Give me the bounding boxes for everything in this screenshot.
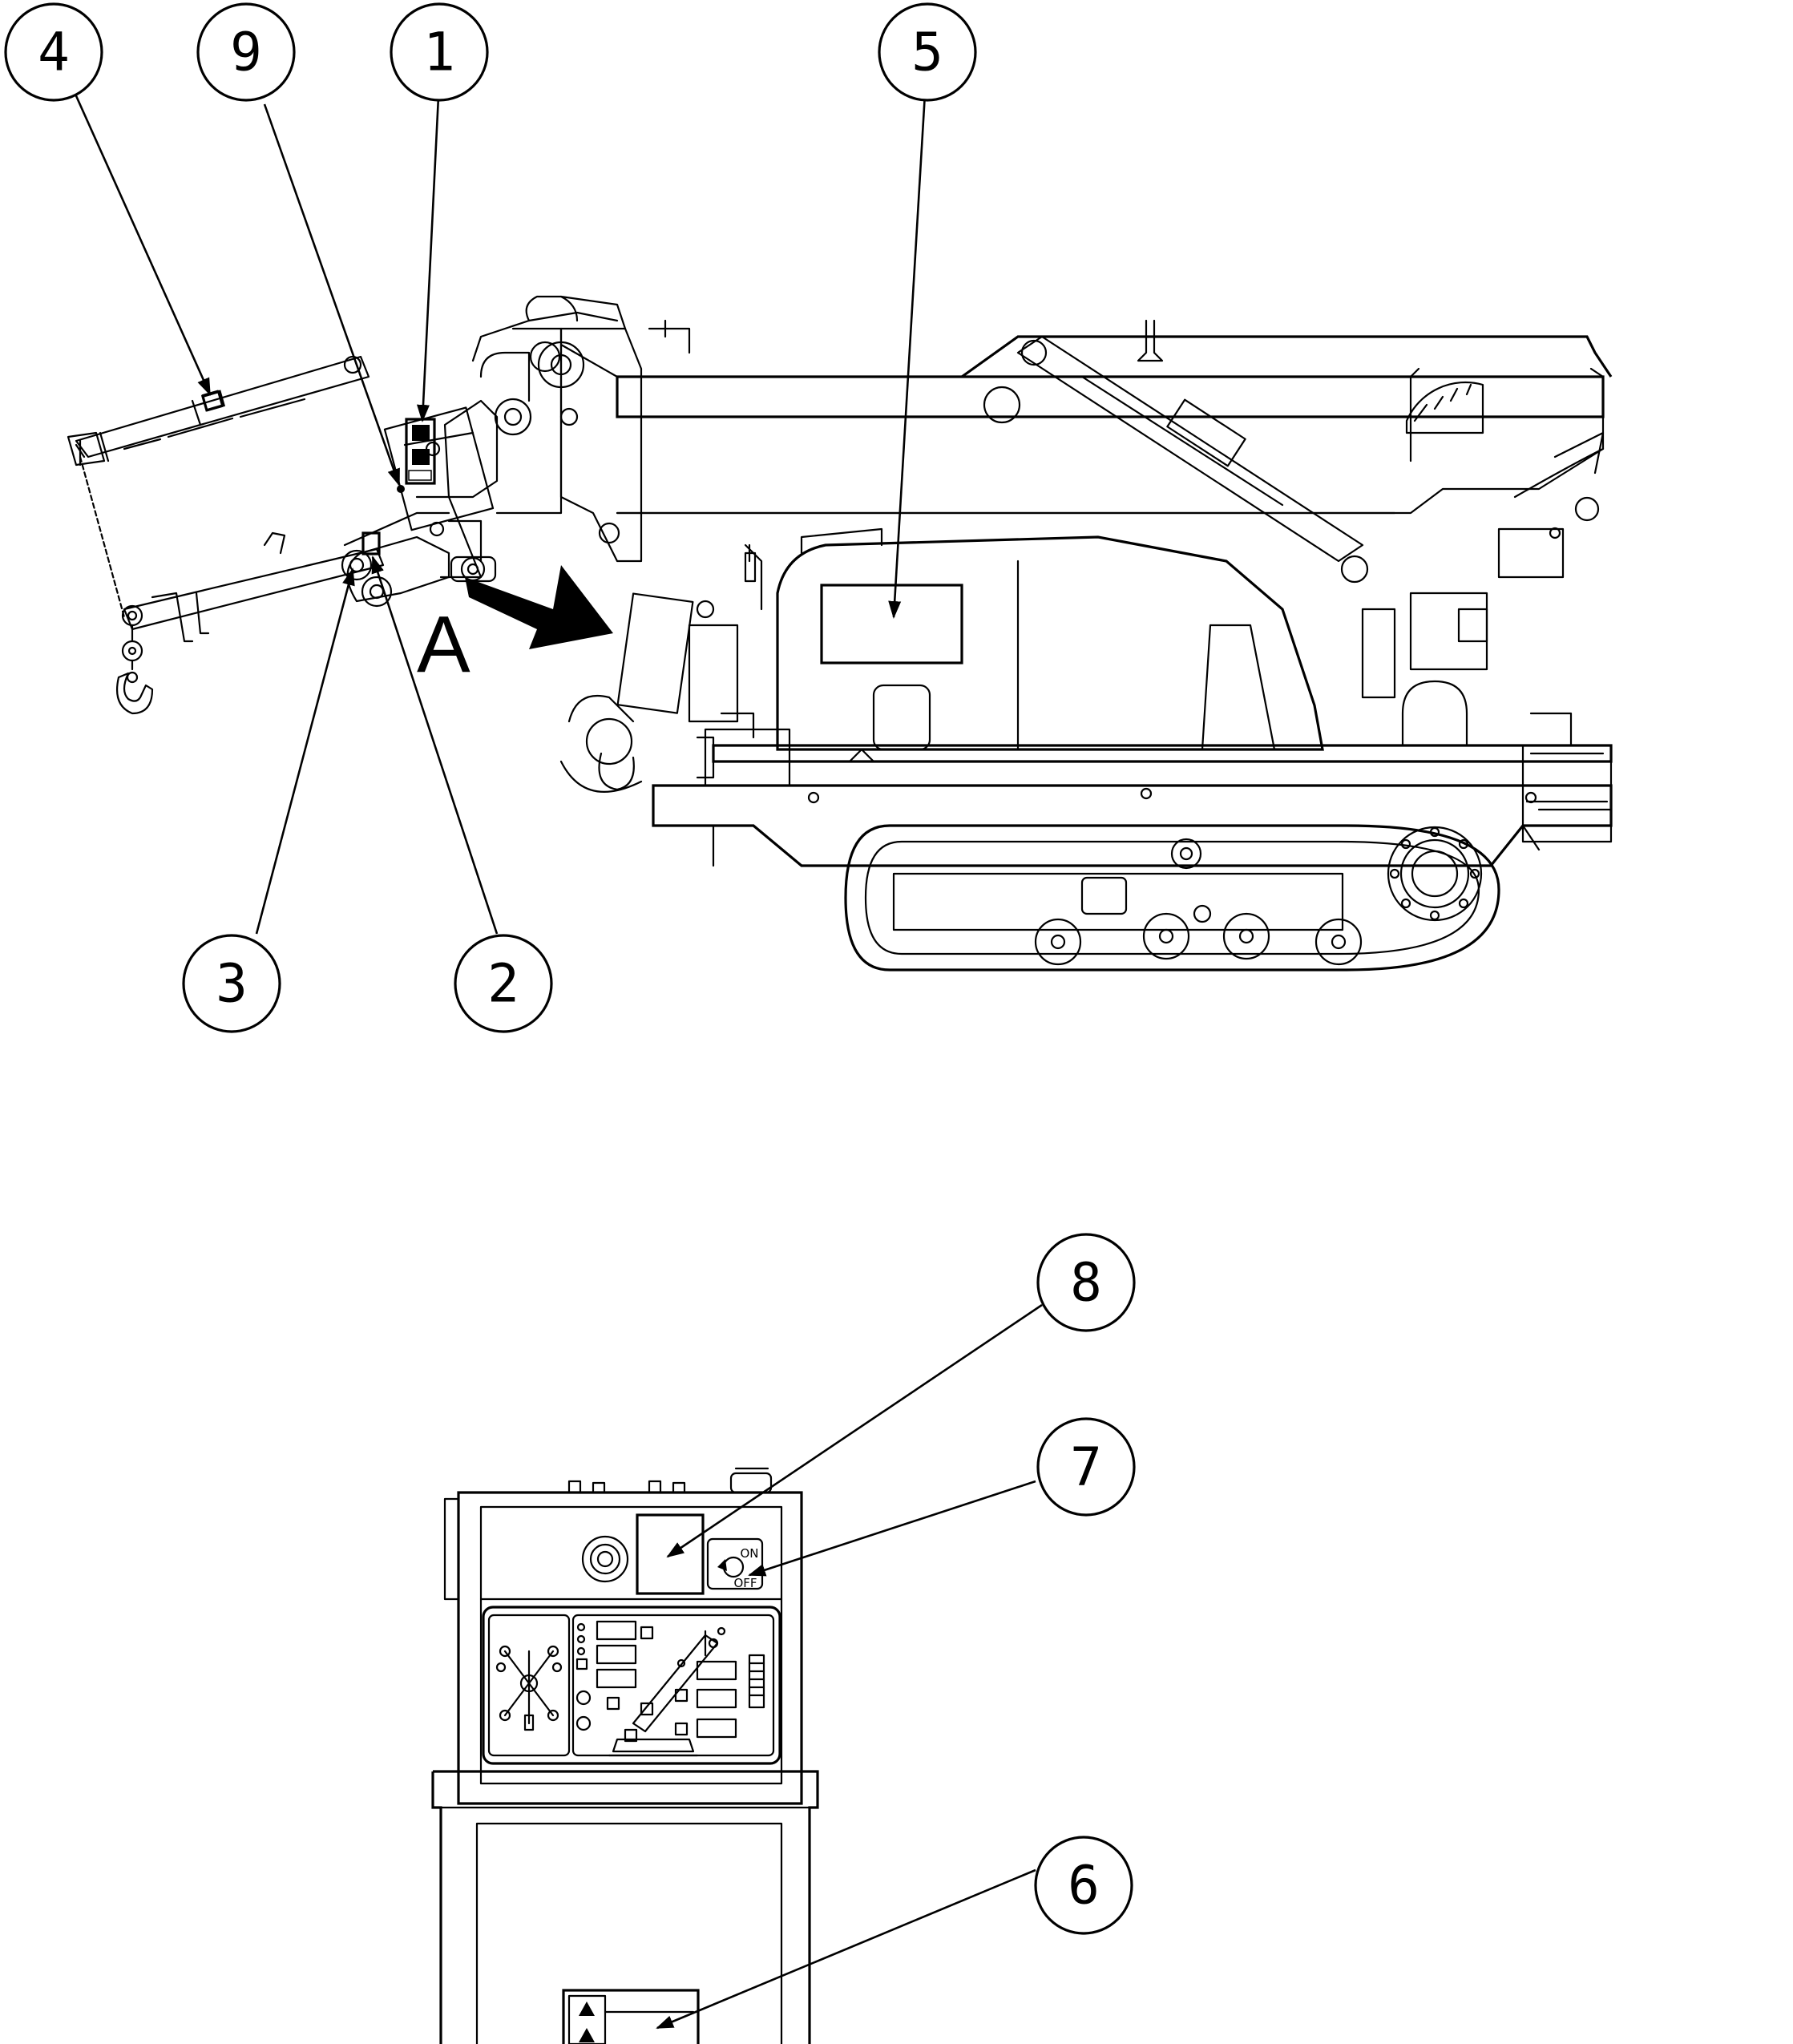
leader-9 bbox=[263, 103, 401, 487]
leader-4 bbox=[69, 83, 212, 396]
callout-3: 3 bbox=[182, 934, 281, 1033]
engine-cover bbox=[776, 535, 1324, 751]
control-panel-view: ON OFF bbox=[431, 1467, 819, 2044]
crawler-track bbox=[844, 824, 1500, 972]
callout-5-number: 5 bbox=[911, 22, 943, 83]
track-frame bbox=[892, 872, 1344, 931]
label-4-decal bbox=[200, 390, 226, 412]
label-5-panel bbox=[820, 584, 963, 665]
upper-deck bbox=[712, 744, 1613, 763]
fly-jib bbox=[341, 399, 499, 608]
label-8-panel bbox=[636, 1513, 705, 1595]
luffing-cylinder bbox=[1016, 335, 1369, 584]
callout-4: 4 bbox=[4, 2, 103, 102]
callout-7: 7 bbox=[1036, 1417, 1136, 1517]
callout-8-number: 8 bbox=[1070, 1252, 1102, 1314]
joystick-diagram bbox=[495, 1645, 563, 1731]
panel-top-fittings bbox=[567, 1467, 773, 1494]
drive-sprocket bbox=[1387, 826, 1483, 922]
callout-3-number: 3 bbox=[216, 953, 248, 1015]
callout-6: 6 bbox=[1034, 1836, 1133, 1935]
label-2-decal bbox=[361, 531, 381, 555]
svg-text:ON: ON bbox=[740, 1546, 758, 1561]
boom-head bbox=[479, 311, 691, 563]
jib-extension-arms bbox=[67, 355, 385, 643]
upper-beam bbox=[616, 415, 1605, 515]
crane-side-view: A bbox=[67, 295, 1613, 972]
leader-7 bbox=[748, 1480, 1036, 1577]
callout-2: 2 bbox=[454, 934, 553, 1033]
callout-7-number: 7 bbox=[1070, 1436, 1102, 1498]
callout-5: 5 bbox=[878, 2, 977, 102]
leader-2 bbox=[371, 555, 499, 935]
instrument-panel bbox=[482, 1606, 781, 1765]
hood-window bbox=[872, 684, 931, 751]
callout-4-number: 4 bbox=[38, 22, 70, 83]
crane-pictogram bbox=[608, 1630, 719, 1757]
label-6-decal bbox=[562, 1989, 700, 2044]
crawler-track-inner bbox=[864, 840, 1480, 955]
front-hook-block bbox=[559, 694, 643, 793]
leader-6 bbox=[656, 1868, 1036, 2030]
callout-2-number: 2 bbox=[487, 953, 519, 1015]
svg-text:OFF: OFF bbox=[733, 1576, 757, 1590]
front-outrigger bbox=[696, 728, 791, 787]
jib-hook bbox=[115, 624, 154, 715]
leader-lines bbox=[69, 79, 1043, 2030]
callouts: 4 9 1 5 3 2 8 7 bbox=[4, 2, 1136, 1935]
callout-6-number: 6 bbox=[1068, 1855, 1100, 1917]
leader-8 bbox=[666, 1303, 1043, 1558]
label-9-decal bbox=[397, 485, 405, 493]
rear-outrigger bbox=[1521, 744, 1613, 843]
road-wheels bbox=[1034, 838, 1363, 966]
callout-9-number: 9 bbox=[230, 22, 262, 83]
leader-5 bbox=[888, 79, 927, 619]
top-sheave bbox=[471, 295, 627, 373]
boom-angle-indicator bbox=[1405, 367, 1484, 463]
label-1-decal bbox=[405, 418, 436, 485]
label-7-switch: ON OFF bbox=[706, 1537, 764, 1590]
digital-displays bbox=[575, 1620, 765, 1743]
main-boom bbox=[961, 335, 1613, 378]
view-arrow-a bbox=[465, 565, 613, 649]
panel-mast bbox=[431, 1770, 819, 2044]
callout-9: 9 bbox=[196, 2, 296, 102]
rear-control-box bbox=[1361, 431, 1605, 747]
callout-1-number: 1 bbox=[423, 22, 455, 83]
winch-assembly bbox=[616, 543, 763, 739]
view-label-a: A bbox=[417, 600, 470, 689]
key-switch bbox=[581, 1535, 629, 1583]
leader-3 bbox=[255, 568, 355, 935]
leader-1 bbox=[416, 79, 441, 422]
panel-housing bbox=[457, 1491, 803, 1805]
callout-1: 1 bbox=[390, 2, 489, 102]
callout-8: 8 bbox=[1036, 1233, 1136, 1332]
